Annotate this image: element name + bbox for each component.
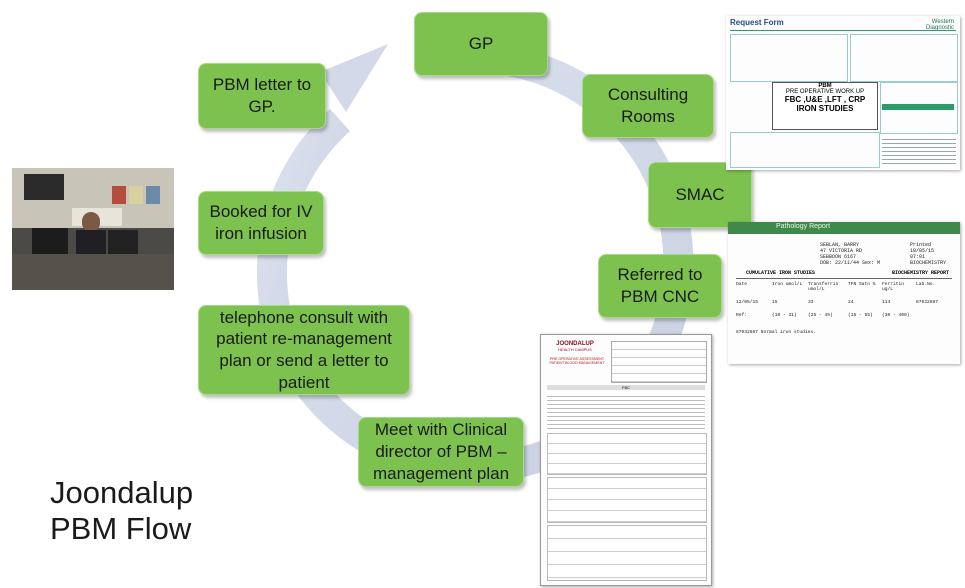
step-pbm-letter-gp: PBM letter to GP.	[198, 63, 326, 129]
pathology-printed-block: Printed 18/05/15 07:01 BIOCHEMISTRY	[910, 242, 946, 266]
cell: (30 - 400)	[882, 313, 910, 318]
pathology-report-image: Pathology Report SEBLAN, BARRY 47 VICTOR…	[728, 222, 960, 364]
step-pbm-letter-gp-label: PBM letter to GP.	[212, 75, 312, 116]
step-referred-pbm-cnc: Referred to PBM CNC	[598, 254, 722, 318]
pathology-comment: 87032887 Normal iron studies.	[736, 330, 816, 335]
col-header: Iron umol/L	[772, 282, 803, 287]
request-form-brand: Western Diagnostic	[925, 19, 954, 31]
step-gp: GP	[414, 12, 548, 76]
cell: 33	[808, 300, 814, 305]
request-form-box-line-2: PRE OPERATIVE WORK UP	[785, 89, 865, 95]
cell: Ref:	[736, 313, 748, 318]
step-telephone-consult: telephone consult with patient re-manage…	[198, 305, 410, 395]
col-header: Transferrin umol/L	[808, 282, 839, 292]
printed-line: Printed	[910, 242, 932, 248]
pathology-section-label: BIOCHEMISTRY REPORT	[892, 270, 950, 276]
step-consulting-rooms-label: Consulting Rooms	[607, 85, 689, 126]
pathology-ref-row: Ref: (10 - 31) (25 - 45) (15 - 55) (30 -…	[736, 313, 956, 318]
step-smac-label: SMAC	[675, 185, 725, 205]
page-title-line-1: Joondalup	[50, 475, 194, 510]
pathology-section-title: CUMULATIVE IRON STUDIES	[746, 270, 816, 276]
page-title: Joondalup PBM Flow	[50, 475, 193, 547]
pathology-data-row: 12/05/15 15 33 24 114 87032887	[736, 300, 956, 305]
step-meet-clinical-director: Meet with Clinical director of PBM – man…	[358, 417, 524, 487]
step-meet-clinical-director-label: Meet with Clinical director of PBM – man…	[372, 420, 510, 483]
patient-line: 47 VICTORIA RD	[820, 248, 863, 254]
pathology-header-row: Date Iron umol/L Transferrin umol/L TFN …	[736, 282, 956, 292]
col-header: TFN Satn %	[848, 282, 876, 287]
col-header: Lab.No.	[916, 282, 936, 287]
hospital-form-image: JOONDALUP HEALTH CAMPUS PRE OPERATIVE AS…	[540, 334, 712, 586]
request-form-image: Request Form Western Diagnostic PBM PRE …	[726, 16, 960, 170]
step-telephone-consult-label: telephone consult with patient re-manage…	[216, 307, 392, 392]
patient-line: SEBBOON 6167	[820, 254, 857, 260]
hospital-form-section: FBC	[547, 385, 705, 390]
cell: 15	[772, 300, 778, 305]
hospital-form-title: PRE OPERATIVE ASSESSMENT PATIENT BLOOD M…	[549, 357, 605, 365]
cell: 12/05/15	[736, 300, 759, 305]
printed-line: BIOCHEMISTRY	[910, 260, 947, 266]
cell: (25 - 45)	[808, 313, 833, 318]
patient-line: DOB: 22/11/44 Sex: M	[820, 260, 881, 266]
cell: 24	[848, 300, 854, 305]
request-form-box-line-3: FBC ,U&E ,LFT , CRP	[784, 95, 866, 104]
reception-photo	[12, 168, 174, 290]
hospital-org-line-2: HEALTH CAMPUS	[558, 347, 592, 352]
step-gp-label: GP	[468, 34, 494, 54]
hospital-logo: JOONDALUP HEALTH CAMPUS	[549, 341, 601, 352]
cell: 114	[882, 300, 891, 305]
cell: (15 - 55)	[848, 313, 873, 318]
step-booked-iv-iron: Booked for IV iron infusion	[198, 191, 324, 255]
page-title-line-2: PBM Flow	[50, 511, 192, 546]
col-header: Date	[736, 282, 748, 287]
pathology-patient-block: SEBLAN, BARRY 47 VICTORIA RD SEBBOON 616…	[820, 242, 880, 266]
request-form-header: Request Form	[730, 18, 784, 27]
request-form-box-line-1: PBM	[818, 83, 832, 89]
hospital-org-line-1: JOONDALUP	[556, 341, 594, 347]
step-consulting-rooms: Consulting Rooms	[582, 74, 714, 138]
pathology-report-lab: Pathology Report	[776, 223, 831, 230]
printed-line: 18/05/15	[910, 248, 935, 254]
step-smac: SMAC	[648, 162, 752, 228]
printed-line: 07:01	[910, 254, 926, 260]
cell: 87032887	[916, 300, 939, 305]
col-header: Ferritin ug/L	[882, 282, 905, 292]
cell	[916, 313, 954, 318]
step-booked-iv-iron-label: Booked for IV iron infusion	[209, 202, 313, 243]
request-form-pbm-box: PBM PRE OPERATIVE WORK UP FBC ,U&E ,LFT …	[772, 82, 878, 130]
step-referred-pbm-cnc-label: Referred to PBM CNC	[617, 265, 703, 306]
cell: (10 - 31)	[772, 313, 797, 318]
request-form-box-line-4: IRON STUDIES	[796, 104, 854, 113]
patient-line: SEBLAN, BARRY	[820, 242, 860, 248]
pathology-table: Date Iron umol/L Transferrin umol/L TFN …	[736, 282, 956, 335]
